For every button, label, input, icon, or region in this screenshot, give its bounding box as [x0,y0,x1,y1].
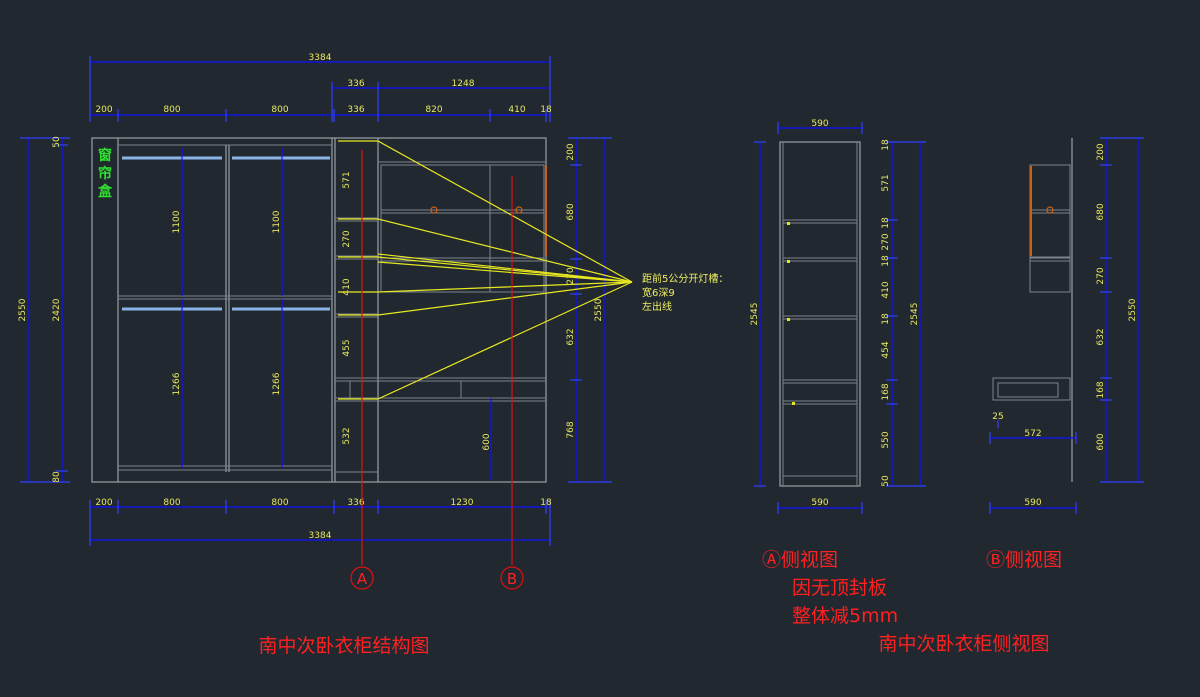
side-a-col-6: 18 [881,313,891,325]
dim-total-bottom: 3384 [309,531,332,541]
handles [430,166,547,256]
front-elevation: 3384 336 1248 200 800 800 336 820 410 18 [18,53,728,657]
side-a-inner: 2545 [910,303,920,326]
side-a-col-3: 270 [881,233,891,250]
dim-left-inner: 2420 [52,298,62,321]
hanging-rods [122,156,330,311]
side-b-title: Ⓑ侧视图 [986,549,1062,571]
curtain-char-1: 帘 [98,165,112,182]
dim-top-4: 820 [425,105,442,115]
side-a-col-0: 18 [881,139,891,151]
dim-bottom-5: 18 [540,498,552,508]
cabinet-carcass [91,137,547,483]
dim-hang-lower-0: 1266 [172,372,182,395]
dim-hang-lower-1: 1266 [272,372,282,395]
dim-right-1: 680 [566,203,576,220]
curtain-box-label: 窗 帘 盒 [97,147,113,200]
section-markers: A B [350,150,524,590]
dim-top-6: 18 [540,105,552,115]
note-line-2: 左出线 [642,300,672,313]
note-line-0: 距前5公分开灯槽： [642,272,728,285]
dim-bottom-3: 336 [347,498,364,508]
marker-a: A [357,570,368,588]
dim-hang-upper-1: 1100 [272,210,282,233]
dim-bottom-0: 200 [95,498,112,508]
left-dimensions: 2550 2420 50 80 [18,136,70,483]
side-b-right: 2550 [1128,298,1138,321]
side-a-title: Ⓐ侧视图 [762,549,838,571]
dim-shelf-1: 270 [342,230,352,247]
bottom-dimensions: 200 800 800 336 1230 18 3384 [89,498,552,546]
side-a-note2: 整体减5mm [792,605,898,627]
dim-right-total: 2550 [594,298,604,321]
side-a-col-9: 550 [881,431,891,448]
side-page-title: 南中次卧衣柜侧视图 [878,633,1049,655]
side-b-width-inner: 572 [1024,429,1041,439]
dim-shelf-2: 410 [342,278,352,295]
dim-left-outer: 2550 [18,298,28,321]
side-b-col-4: 168 [1096,381,1106,398]
side-view-b: 200 680 270 632 168 600 2550 25 572 590 … [986,137,1144,571]
dim-top-right-0: 336 [347,79,364,89]
dim-hang-upper-0: 1100 [172,210,182,233]
side-a-col-8: 168 [881,383,891,400]
dim-right-4: 768 [566,421,576,438]
note-line-1: 宽6深9 [642,286,675,299]
dim-shelf-3: 455 [342,339,352,356]
side-a-col-7: 454 [881,341,891,358]
marker-b: B [507,570,517,588]
light-slot-note: 距前5公分开灯槽： 宽6深9 左出线 [642,272,728,313]
side-b-col-3: 632 [1096,328,1106,345]
side-a-col-5: 410 [881,281,891,298]
dim-shelf-0: 571 [342,171,352,188]
dim-top-1: 800 [163,105,180,115]
dim-right-3: 632 [566,328,576,345]
side-view-a: 590 590 2545 [750,119,926,627]
dim-left-top: 50 [52,136,62,148]
inner-dimensions: 1100 1100 1266 1266 600 571 270 410 455 … [172,148,492,480]
dim-top-right-1: 1248 [452,79,475,89]
right-dimensions: 200 680 270 632 768 2550 [566,137,612,483]
dim-left-bottom: 80 [52,471,62,483]
side-a-note1: 因无顶封板 [792,577,887,599]
dim-top-0: 200 [95,105,112,115]
dim-bottom-2: 800 [271,498,288,508]
side-a-col-2: 18 [881,217,891,229]
side-a-col-4: 18 [881,255,891,267]
side-a-left: 2545 [750,303,760,326]
dim-bottom-4: 1230 [451,498,474,508]
side-b-small: 25 [992,412,1003,422]
side-b-bottom: 590 [1024,498,1041,508]
side-a-top: 590 [811,119,828,129]
curtain-char-2: 盒 [97,183,113,200]
dim-bottom-1: 800 [163,498,180,508]
side-a-col-1: 571 [881,174,891,191]
curtain-char-0: 窗 [98,147,112,164]
dim-shelf-4: 532 [342,427,352,444]
top-dimensions: 3384 336 1248 200 800 800 336 820 410 18 [89,53,552,122]
side-b-col-0: 200 [1096,143,1106,160]
dim-total-top: 3384 [309,53,332,63]
side-a-col-10: 50 [881,475,891,487]
dim-top-5: 410 [508,105,525,115]
dim-drawer: 600 [482,433,492,450]
leader-lines [338,140,633,400]
side-a-bottom: 590 [811,498,828,508]
side-b-col-1: 680 [1096,203,1106,220]
front-title: 南中次卧衣柜结构图 [258,635,429,657]
side-b-col-5: 600 [1096,433,1106,450]
dim-top-2: 800 [271,105,288,115]
side-b-col-2: 270 [1096,267,1106,284]
dim-top-3: 336 [347,105,364,115]
dim-right-0: 200 [566,143,576,160]
